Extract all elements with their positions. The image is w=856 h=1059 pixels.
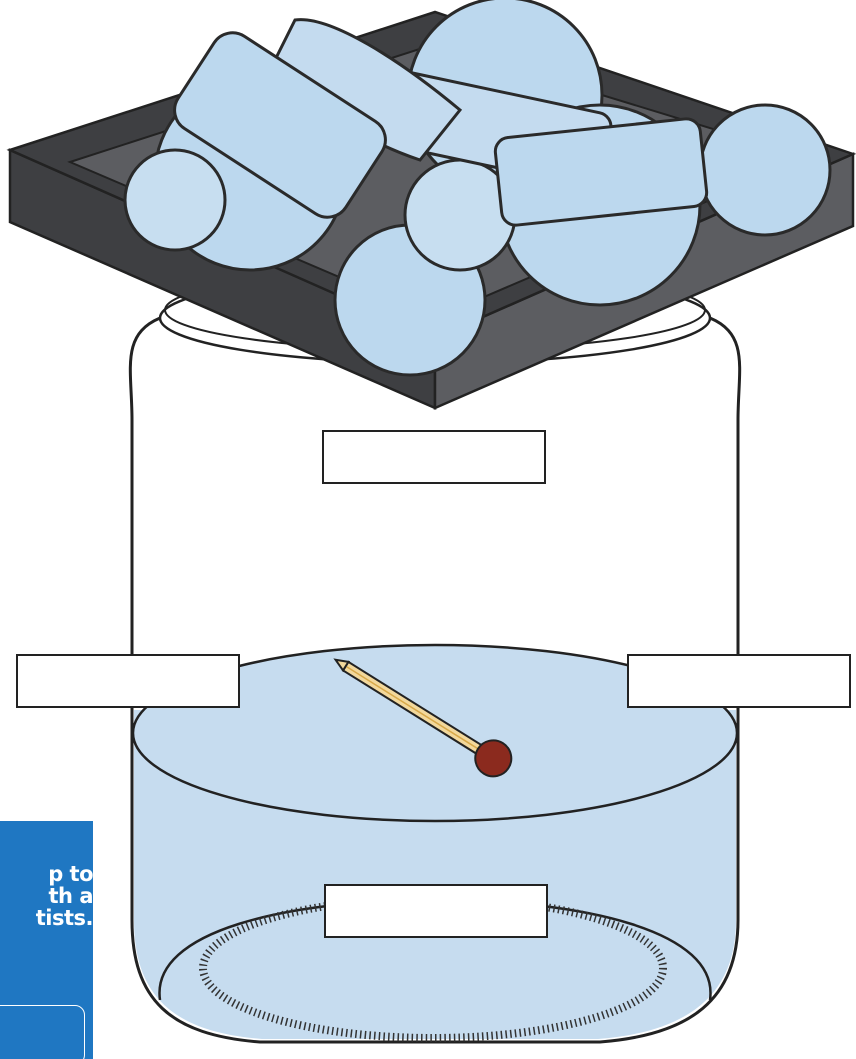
label-box-bottom[interactable] [324, 884, 548, 938]
promo-line: p to [48, 862, 93, 886]
label-box-right[interactable] [627, 654, 851, 708]
promo-button[interactable] [0, 1005, 85, 1059]
promo-line: tists. [35, 906, 93, 930]
label-box-left[interactable] [16, 654, 240, 708]
promo-text: p to th a tists. [0, 863, 93, 929]
thermometer [333, 658, 513, 778]
promo-panel: p to th a tists. [0, 821, 93, 1059]
promo-line: th a [48, 884, 93, 908]
label-box-top[interactable] [322, 430, 546, 484]
ice-cubes [123, 0, 832, 377]
water-surface [131, 643, 739, 823]
